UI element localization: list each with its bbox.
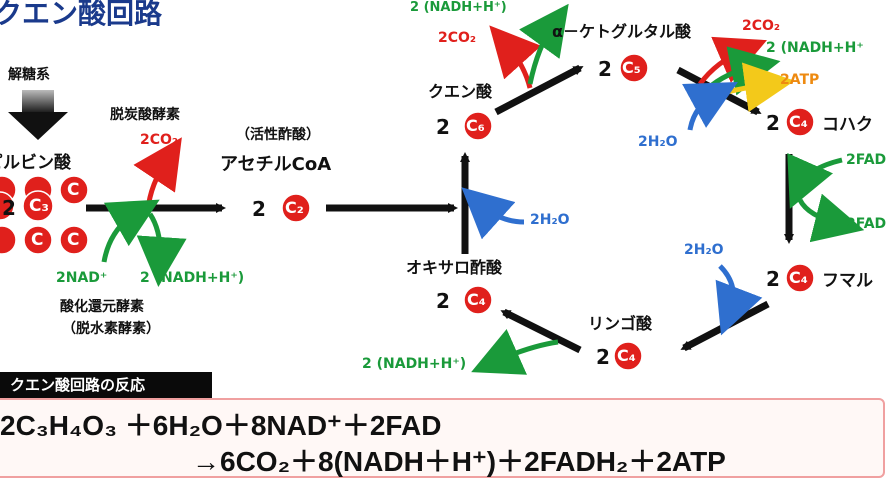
pathway-arrows (0, 3, 865, 375)
glycolysis-arrow (8, 90, 68, 140)
akg-coef: 2 (598, 57, 612, 81)
citrate-label: クエン酸 (428, 82, 493, 101)
fad-label: 2FAD (846, 152, 887, 168)
succinate-carbon: C₄ (789, 112, 808, 131)
arrow-nadh-malate (471, 329, 559, 375)
arrow-nad-in (101, 199, 160, 263)
h2o-fumarate-label: 2H₂O (684, 242, 724, 258)
atp-label: 2ATP (780, 72, 820, 88)
equation-line-2: →6CO₂＋8(NADH＋H⁺)＋2FADH₂＋2ATP (192, 446, 726, 477)
fumarate-coef: 2 (766, 267, 780, 291)
dehydrogenase-label: （脱水素酵素） (62, 321, 160, 337)
redox-enzyme-label: 酸化還元酵素 (60, 299, 144, 315)
co2-citrate-label: 2CO₂ (438, 30, 477, 46)
co2-pyruvate-label: 2CO₂ (140, 132, 179, 148)
oxaloacetate-coef: 2 (436, 289, 450, 313)
h2o-citrate-label: 2H₂O (530, 212, 570, 228)
malate-coef: 2 (596, 345, 610, 369)
nadh-malate-label: 2 (NADH+H⁺) (362, 356, 467, 372)
nadh-akg-label: 2 (NADH+H⁺ (766, 40, 864, 56)
arrow-co2-pyruvate (133, 137, 182, 211)
equation-line-1: 2C₃H₄O₃ ＋6H₂O＋8NAD⁺＋2FAD (0, 410, 442, 441)
nadh-top-label: 2 (NADH+H⁺) (410, 0, 507, 15)
arrow-fad-in (787, 152, 843, 209)
active-acetate-label: （活性酢酸） (236, 127, 320, 143)
citrate-carbon: C₆ (466, 116, 485, 135)
malate-label: リンゴ酸 (588, 314, 653, 333)
carbon-c-2: C (31, 230, 44, 250)
equation-box (0, 398, 885, 478)
arrow-malate-to-oxaloacetate (500, 308, 582, 354)
malate-carbon: C₄ (617, 346, 636, 365)
h2o-akg-label: 2H₂O (638, 134, 678, 150)
acetylcoa-coef: 2 (252, 197, 266, 221)
arrow-h2o-to-citrate (461, 187, 525, 240)
acetylcoa-label: アセチルCoA (220, 154, 332, 175)
nadh-pyruvate-label: 2 (NADH+H⁺) (140, 270, 245, 286)
glycolysis-label: 解糖系 (8, 67, 50, 83)
citrate-coef: 2 (436, 115, 450, 139)
oxaloacetate-carbon: C₄ (467, 290, 486, 309)
carbon-c-1: C (67, 180, 80, 200)
nad-label: 2NAD⁺ (56, 270, 108, 286)
acetylcoa-carbon: C₂ (285, 198, 304, 217)
arrow-h2o-akg (682, 82, 738, 131)
arrow-citrate-to-akg (494, 64, 584, 116)
fadh-label: 2FAD (846, 216, 887, 232)
succinate-coef: 2 (766, 111, 780, 135)
arrow-akg-to-succinate (676, 66, 762, 116)
succinate-label: コハク (822, 115, 873, 135)
page-title: クエン酸回路 (0, 0, 163, 30)
arrow-nadh-out (136, 212, 187, 287)
arrow-fadh-out (797, 193, 865, 243)
decarboxylase-label: 脱炭酸酵素 (110, 107, 180, 123)
pyruvate-carbons (0, 175, 89, 255)
arrow-co2-citrate (489, 25, 542, 89)
fumarate-label: フマル (822, 271, 873, 291)
arrow-fumarate-to-malate (680, 300, 770, 352)
oxaloacetate-label: オキサロ酢酸 (406, 258, 503, 277)
akg-carbon: C₅ (622, 58, 641, 77)
fumarate-carbon: C₄ (789, 268, 808, 287)
pathway-carbons (281, 53, 815, 371)
arrow-h2o-fumarate (715, 264, 763, 336)
co2-akg-label: 2CO₂ (742, 18, 781, 34)
pyruvate-coef: 2 (2, 196, 16, 220)
alpha-kg-label: α－ケトグルタル酸 (552, 22, 691, 41)
pyruvate-label: ピルビン酸 (0, 153, 71, 173)
arrow-nadh-citrate (519, 3, 569, 85)
pyruvate-carbon-c3: C₃ (29, 196, 49, 216)
reaction-header: クエン酸回路の反応 (0, 372, 212, 398)
carbon-c-3: C (67, 230, 80, 250)
